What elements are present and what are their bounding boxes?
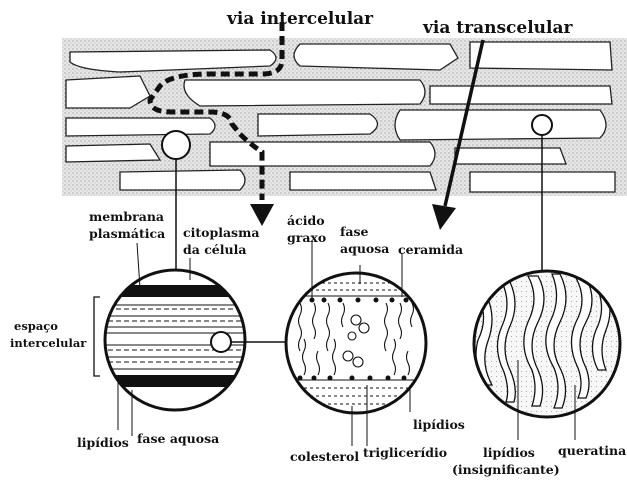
middle-detail-circle: [280, 270, 440, 420]
left-lipids-label: lipídios: [77, 435, 129, 450]
middle-aqueous-phase-label-line1: fase: [340, 224, 369, 239]
plasma-membrane-label-line1: membrana: [89, 209, 164, 224]
intercellular-space-label-line2: intercelular: [10, 336, 87, 350]
right-lipids-label-line2: (insignificante): [452, 462, 560, 477]
right-lipids-label-line1: lipídios: [483, 445, 535, 460]
middle-aqueous-phase-label-line2: aquosa: [340, 241, 389, 256]
fatty-acid-label-line2: graxo: [287, 230, 326, 245]
left-zoom-source: [162, 131, 190, 159]
fatty-acid-label-line1: ácido: [287, 213, 325, 228]
plasma-membrane-label-line2: plasmática: [89, 226, 165, 241]
triglyceride-label: triglicerídio: [363, 445, 447, 460]
transcellular-route-arrowhead: [432, 204, 456, 230]
cell-cytoplasm-label-line1: citoplasma: [183, 225, 259, 240]
keratin-label: queratina: [558, 443, 626, 458]
ceramide-label: ceramida: [398, 242, 463, 257]
cell-cytoplasm-label-line2: da célula: [183, 242, 246, 257]
left-aqueous-phase-label: fase aquosa: [137, 431, 219, 446]
intercellular-space-label-line1: espaço: [14, 319, 58, 333]
left-detail-circle: [100, 265, 250, 415]
transcellular-route-label: via transcelular: [422, 18, 573, 38]
cholesterol-label: colesterol: [290, 449, 359, 464]
intercellular-space-bracket: [94, 297, 100, 376]
intercellular-route-arrowhead: [250, 204, 274, 226]
right-detail-circle: [470, 268, 627, 423]
middle-lipids-label: lipídios: [413, 417, 465, 432]
right-zoom-source: [532, 115, 552, 135]
intercellular-route-label: via intercelular: [226, 9, 374, 29]
left-zoom-target: [211, 332, 231, 352]
